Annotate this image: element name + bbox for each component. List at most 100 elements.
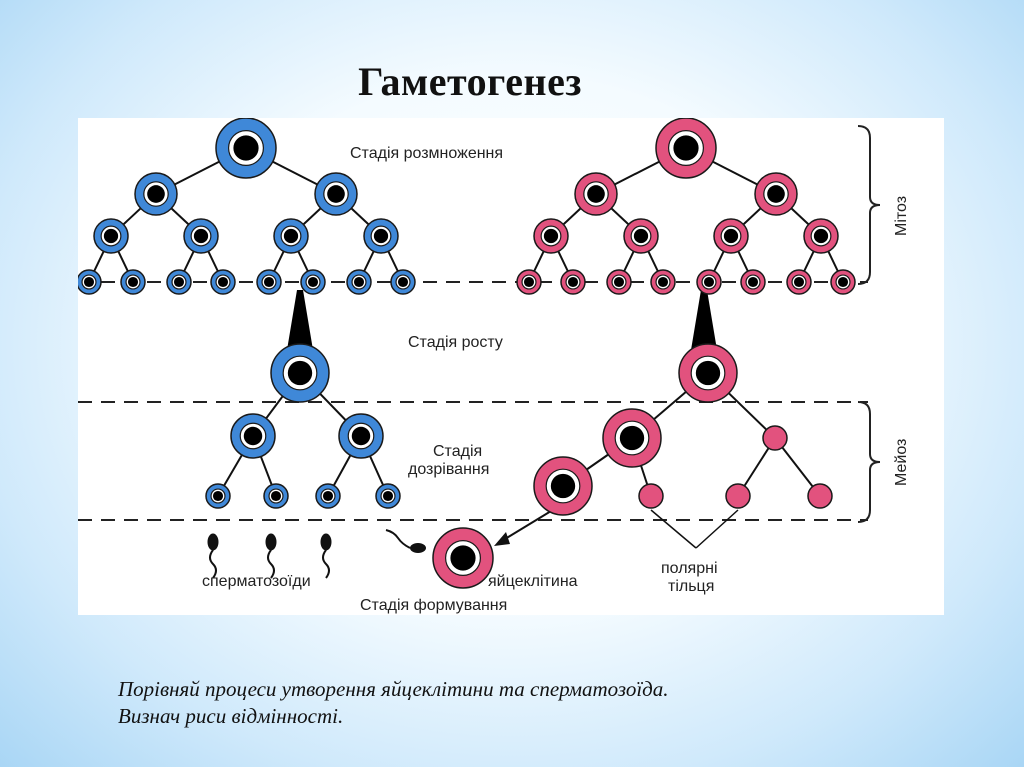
ovum-cell	[432, 527, 494, 589]
female-level3-cell-nucleus	[657, 276, 669, 288]
female-level3-cell-nucleus	[747, 276, 759, 288]
female-ootid-nucleus	[550, 473, 576, 499]
male-level2-cell	[183, 218, 219, 254]
male-spermatid-nucleus	[212, 490, 224, 502]
female-level3-cell	[696, 269, 722, 295]
male-primary-spermatocyte-nucleus	[287, 360, 313, 386]
female-polar-body-body	[638, 483, 664, 509]
male-level3-cell-nucleus	[307, 276, 319, 288]
male-level3-cell-nucleus	[217, 276, 229, 288]
male-level2-cell-nucleus	[373, 228, 389, 244]
male-level3-cell-nucleus	[83, 276, 95, 288]
female-polar-body	[638, 483, 664, 509]
spermatozoon-1-tail	[209, 549, 217, 579]
male-secondary-spermatocyte	[338, 413, 384, 459]
spermatozoon-1-head	[207, 533, 219, 551]
male-level3-cell	[390, 269, 416, 295]
polar-pointer-line	[650, 509, 697, 549]
female-polar-body	[725, 483, 751, 509]
male-spermatid	[263, 483, 289, 509]
spermatozoon-3-tail	[322, 549, 330, 579]
label-stage-formation: Стадія формування	[360, 597, 507, 614]
female-first-polar-body-body	[762, 425, 788, 451]
female-level2-cell	[533, 218, 569, 254]
female-ootid	[533, 456, 593, 516]
female-level3-cell-nucleus	[567, 276, 579, 288]
ovum-arrow-head	[494, 532, 510, 546]
female-polar-body-body	[725, 483, 751, 509]
male-level3-cell-nucleus	[397, 276, 409, 288]
label-polar-bodies-line1: полярні	[661, 560, 718, 577]
caption-line-1: Порівняй процеси утворення яйцеклітини т…	[118, 677, 669, 701]
diagram-svg: Стадія розмноження Стадія росту Стадія д…	[78, 118, 910, 614]
female-growth-wedge	[691, 290, 717, 350]
spermatozoon-approaching	[385, 529, 426, 553]
female-level2-cell-nucleus	[633, 228, 649, 244]
spermatozoon-approaching-tail	[385, 529, 411, 549]
male-level3-cell	[210, 269, 236, 295]
female-level3-cell-nucleus	[793, 276, 805, 288]
female-level2-cell-nucleus	[813, 228, 829, 244]
female-first-polar-body	[762, 425, 788, 451]
cells	[78, 118, 856, 589]
female-level3-cell	[606, 269, 632, 295]
spermatozoon-1	[207, 533, 219, 579]
female-level1-cell	[754, 172, 798, 216]
male-oogonium-top	[215, 118, 277, 179]
male-growth-wedge	[287, 290, 313, 350]
label-stage-growth: Стадія росту	[408, 334, 503, 351]
male-level3-cell	[300, 269, 326, 295]
female-level2-cell-nucleus	[543, 228, 559, 244]
female-level2-cell	[803, 218, 839, 254]
mitosis-bracket	[857, 125, 881, 285]
ovum-arrow-shaft	[499, 507, 557, 543]
male-level1-cell	[314, 172, 358, 216]
label-meiosis: Мейоз	[893, 439, 910, 486]
slide-title: Гаметогенез	[358, 59, 582, 104]
male-level3-cell-nucleus	[263, 276, 275, 288]
label-polar-bodies-line2: тільця	[668, 578, 714, 595]
label-stage-maturation-line2: дозрівання	[408, 461, 489, 478]
female-primary-oocyte	[678, 343, 738, 403]
female-level3-cell-nucleus	[703, 276, 715, 288]
male-level3-cell	[346, 269, 372, 295]
male-level3-cell-nucleus	[173, 276, 185, 288]
male-level3-cell-nucleus	[353, 276, 365, 288]
polar-pointer-line	[695, 509, 739, 549]
female-level3-cell	[740, 269, 766, 295]
spermatozoon-3	[320, 533, 332, 579]
label-spermatozoa: сперматозоїди	[202, 573, 311, 590]
male-level1-cell-nucleus	[147, 185, 165, 203]
female-level3-cell-nucleus	[523, 276, 535, 288]
spermatozoon-2	[265, 533, 277, 579]
male-spermatid	[315, 483, 341, 509]
female-level3-cell	[830, 269, 856, 295]
gametogenesis-diagram: Стадія розмноження Стадія росту Стадія д…	[78, 118, 944, 615]
female-level3-cell-nucleus	[837, 276, 849, 288]
male-level3-cell-nucleus	[127, 276, 139, 288]
spermatozoon-approaching-head	[410, 543, 426, 553]
male-oogonium-top-nucleus	[233, 135, 259, 161]
female-level3-cell-nucleus	[613, 276, 625, 288]
label-mitosis: Мітоз	[893, 196, 910, 236]
male-level3-cell	[120, 269, 146, 295]
spermatozoon-2-head	[265, 533, 277, 551]
caption: Порівняй процеси утворення яйцеклітини т…	[118, 676, 918, 730]
male-level2-cell-nucleus	[193, 228, 209, 244]
female-primary-oocyte-nucleus	[695, 360, 721, 386]
male-spermatid-nucleus	[382, 490, 394, 502]
male-primary-spermatocyte	[270, 343, 330, 403]
male-spermatid-nucleus	[322, 490, 334, 502]
female-level2-cell	[623, 218, 659, 254]
male-spermatid	[205, 483, 231, 509]
male-level1-cell	[134, 172, 178, 216]
male-level2-cell-nucleus	[283, 228, 299, 244]
male-spermatid	[375, 483, 401, 509]
female-level3-cell	[516, 269, 542, 295]
male-level3-cell	[166, 269, 192, 295]
label-stage-maturation-line1: Стадія	[433, 443, 482, 460]
meiosis-bracket	[857, 401, 881, 523]
female-polar-body	[807, 483, 833, 509]
female-level3-cell	[786, 269, 812, 295]
female-level2-cell	[713, 218, 749, 254]
